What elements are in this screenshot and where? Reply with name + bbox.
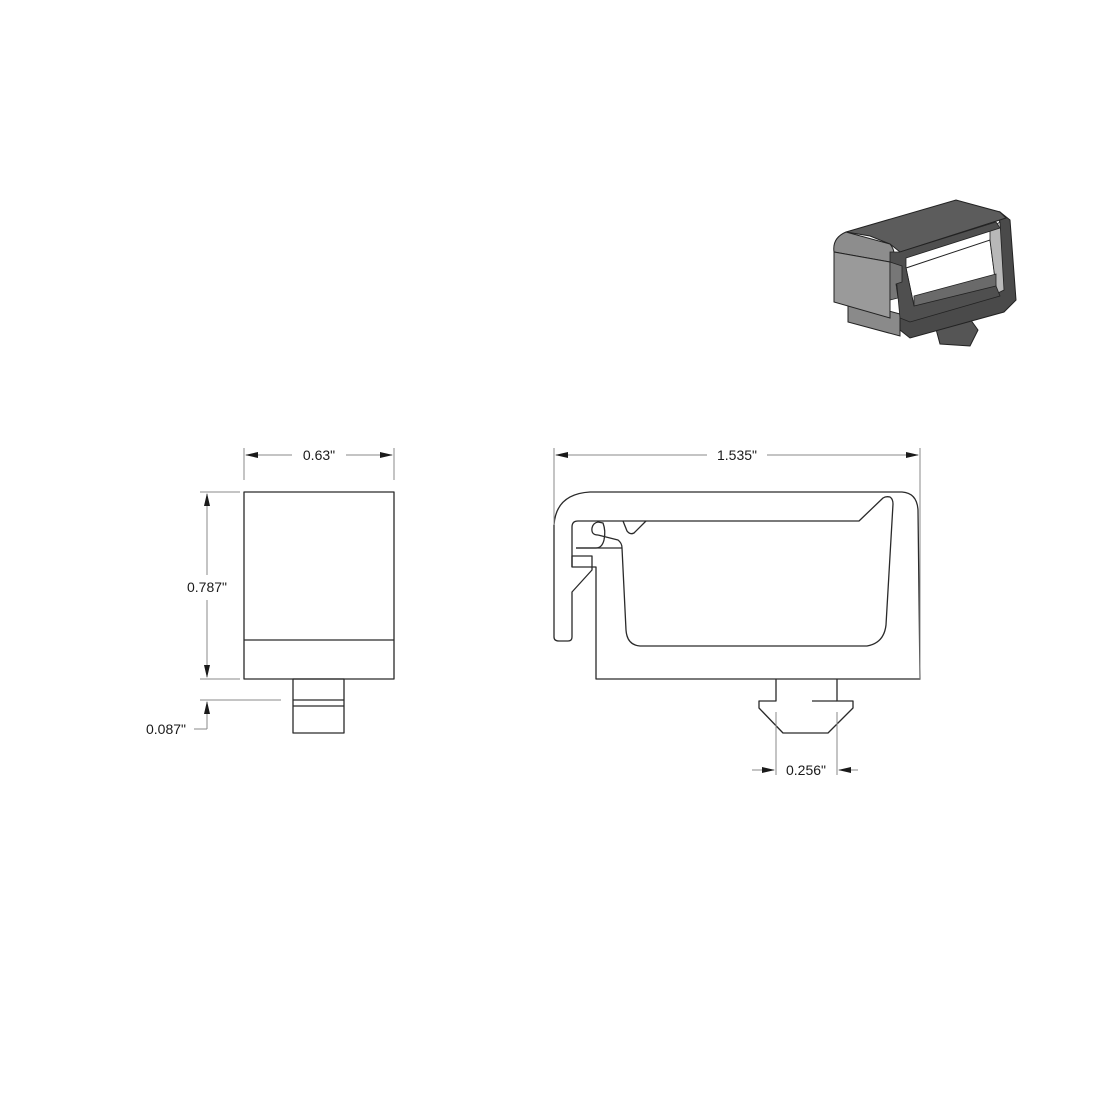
dimension-side-width: 0.63"	[243, 447, 395, 480]
dimension-label-side-height: 0.787"	[187, 579, 227, 595]
dimension-foot-width: 0.256"	[752, 712, 858, 778]
dimension-label-side-width: 0.63"	[303, 447, 335, 463]
dimension-overall-length: 1.535"	[553, 447, 921, 679]
front-view	[553, 491, 921, 734]
dimension-label-overall-length: 1.535"	[717, 447, 757, 463]
isometric-view	[833, 199, 1017, 347]
dimension-label-foot-width: 0.256"	[786, 762, 826, 778]
dimension-label-tab-height: 0.087"	[146, 721, 186, 737]
dimension-tab-height: 0.087"	[146, 699, 281, 737]
dimension-side-height: 0.787"	[187, 491, 240, 680]
side-view	[243, 491, 395, 734]
